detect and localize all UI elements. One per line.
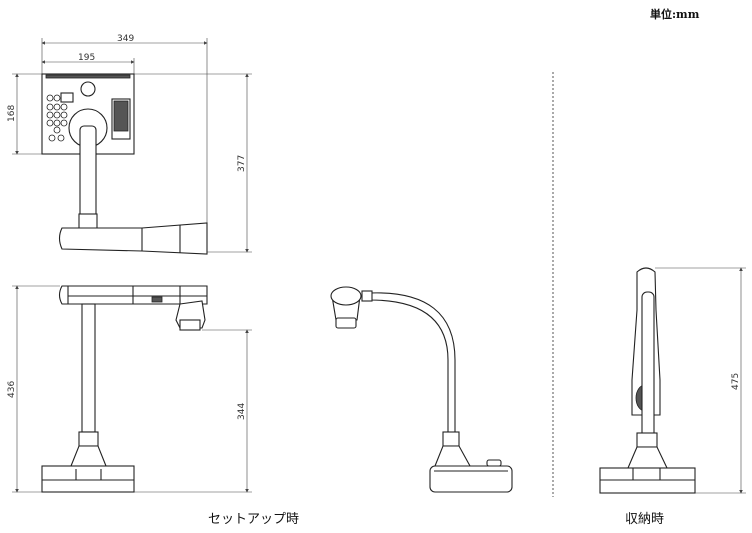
caption-stored: 収納時 <box>625 512 664 527</box>
side-view: 436 344 <box>7 285 252 493</box>
dim-168: 168 <box>7 105 17 122</box>
top-view: 349 195 168 377 <box>7 34 252 255</box>
dim-344: 344 <box>237 403 247 420</box>
dim-475: 475 <box>731 373 741 390</box>
dim-436: 436 <box>7 381 17 398</box>
dim-195: 195 <box>78 53 95 63</box>
dim-377: 377 <box>237 155 247 172</box>
dim-349: 349 <box>117 34 134 44</box>
perspective-view <box>330 286 513 493</box>
stored-view: 475 <box>599 267 746 494</box>
caption-setup: セットアップ時 <box>208 512 299 527</box>
unit-label: 単位:mm <box>650 7 700 21</box>
